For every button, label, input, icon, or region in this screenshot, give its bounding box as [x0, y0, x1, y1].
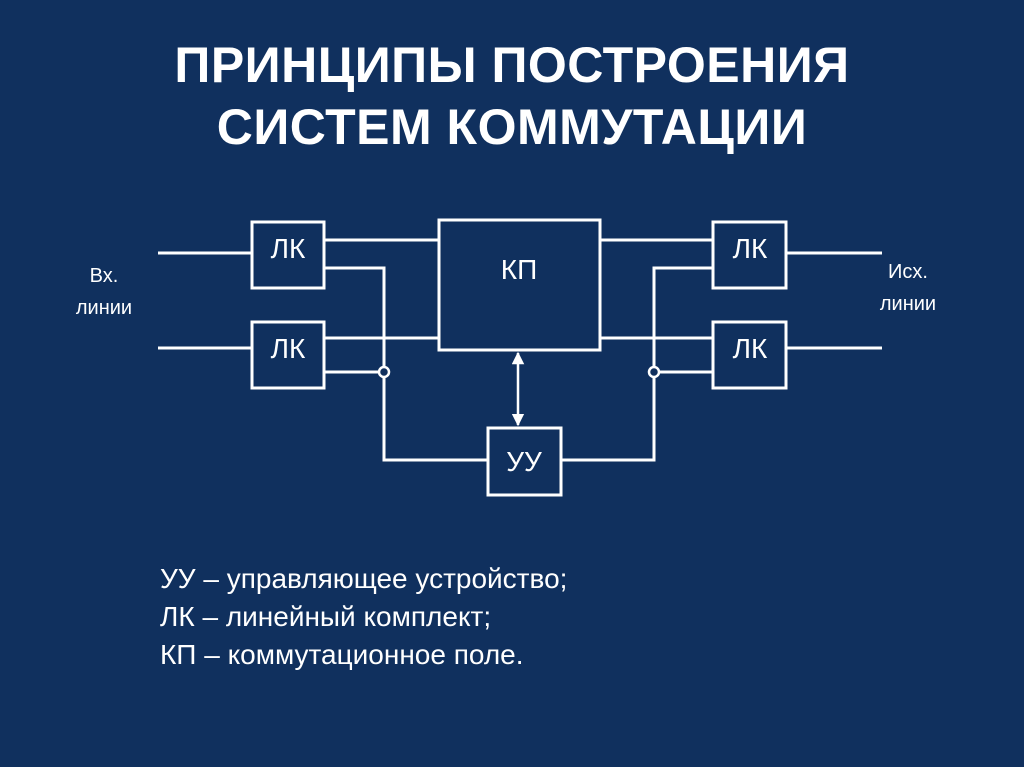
kp-label: КП: [501, 254, 537, 285]
uu-label: УУ: [506, 446, 542, 477]
legend-item-kp: КП – коммутационное поле.: [160, 639, 524, 670]
legend-item-uu: УУ – управляющее устройство;: [160, 563, 568, 594]
lk-out-1-label: ЛК: [733, 233, 768, 264]
lk-in-2-label: ЛК: [271, 333, 306, 364]
input-label-line-1: Вх.: [90, 265, 119, 287]
lk-in-2-block: [250, 320, 326, 390]
slide-title: ПРИНЦИПЫ ПОСТРОЕНИЯ СИСТЕМ КОММУТАЦИИ: [0, 34, 1024, 158]
input-label-line-2: линии: [76, 297, 132, 319]
lk-in-1-block: [250, 220, 326, 290]
lk-in-1-control-line: [324, 266, 386, 372]
right-control-bus: [561, 372, 656, 462]
title-line-1: ПРИНЦИПЫ ПОСТРОЕНИЯ: [174, 37, 850, 93]
output-label-line-1: Исх.: [888, 261, 928, 283]
lk-out-1-block: [711, 220, 788, 290]
right-junction-dot: [647, 365, 661, 379]
left-control-bus: [382, 372, 488, 462]
title-line-2: СИСТЕМ КОММУТАЦИИ: [216, 99, 808, 155]
lk-in-1-label: ЛК: [271, 233, 306, 264]
legend: УУ – управляющее устройство; ЛК – линейн…: [160, 560, 567, 674]
kp-block: [437, 218, 602, 352]
uu-block: [486, 426, 563, 497]
left-junction-dot: [377, 365, 391, 379]
legend-item-lk: ЛК – линейный комплект;: [160, 601, 492, 632]
lk-out-2-label: ЛК: [733, 333, 768, 364]
lk-out-2-block: [711, 320, 788, 390]
lk-out-1-control-line: [652, 266, 713, 372]
output-label-line-2: линии: [880, 293, 936, 315]
